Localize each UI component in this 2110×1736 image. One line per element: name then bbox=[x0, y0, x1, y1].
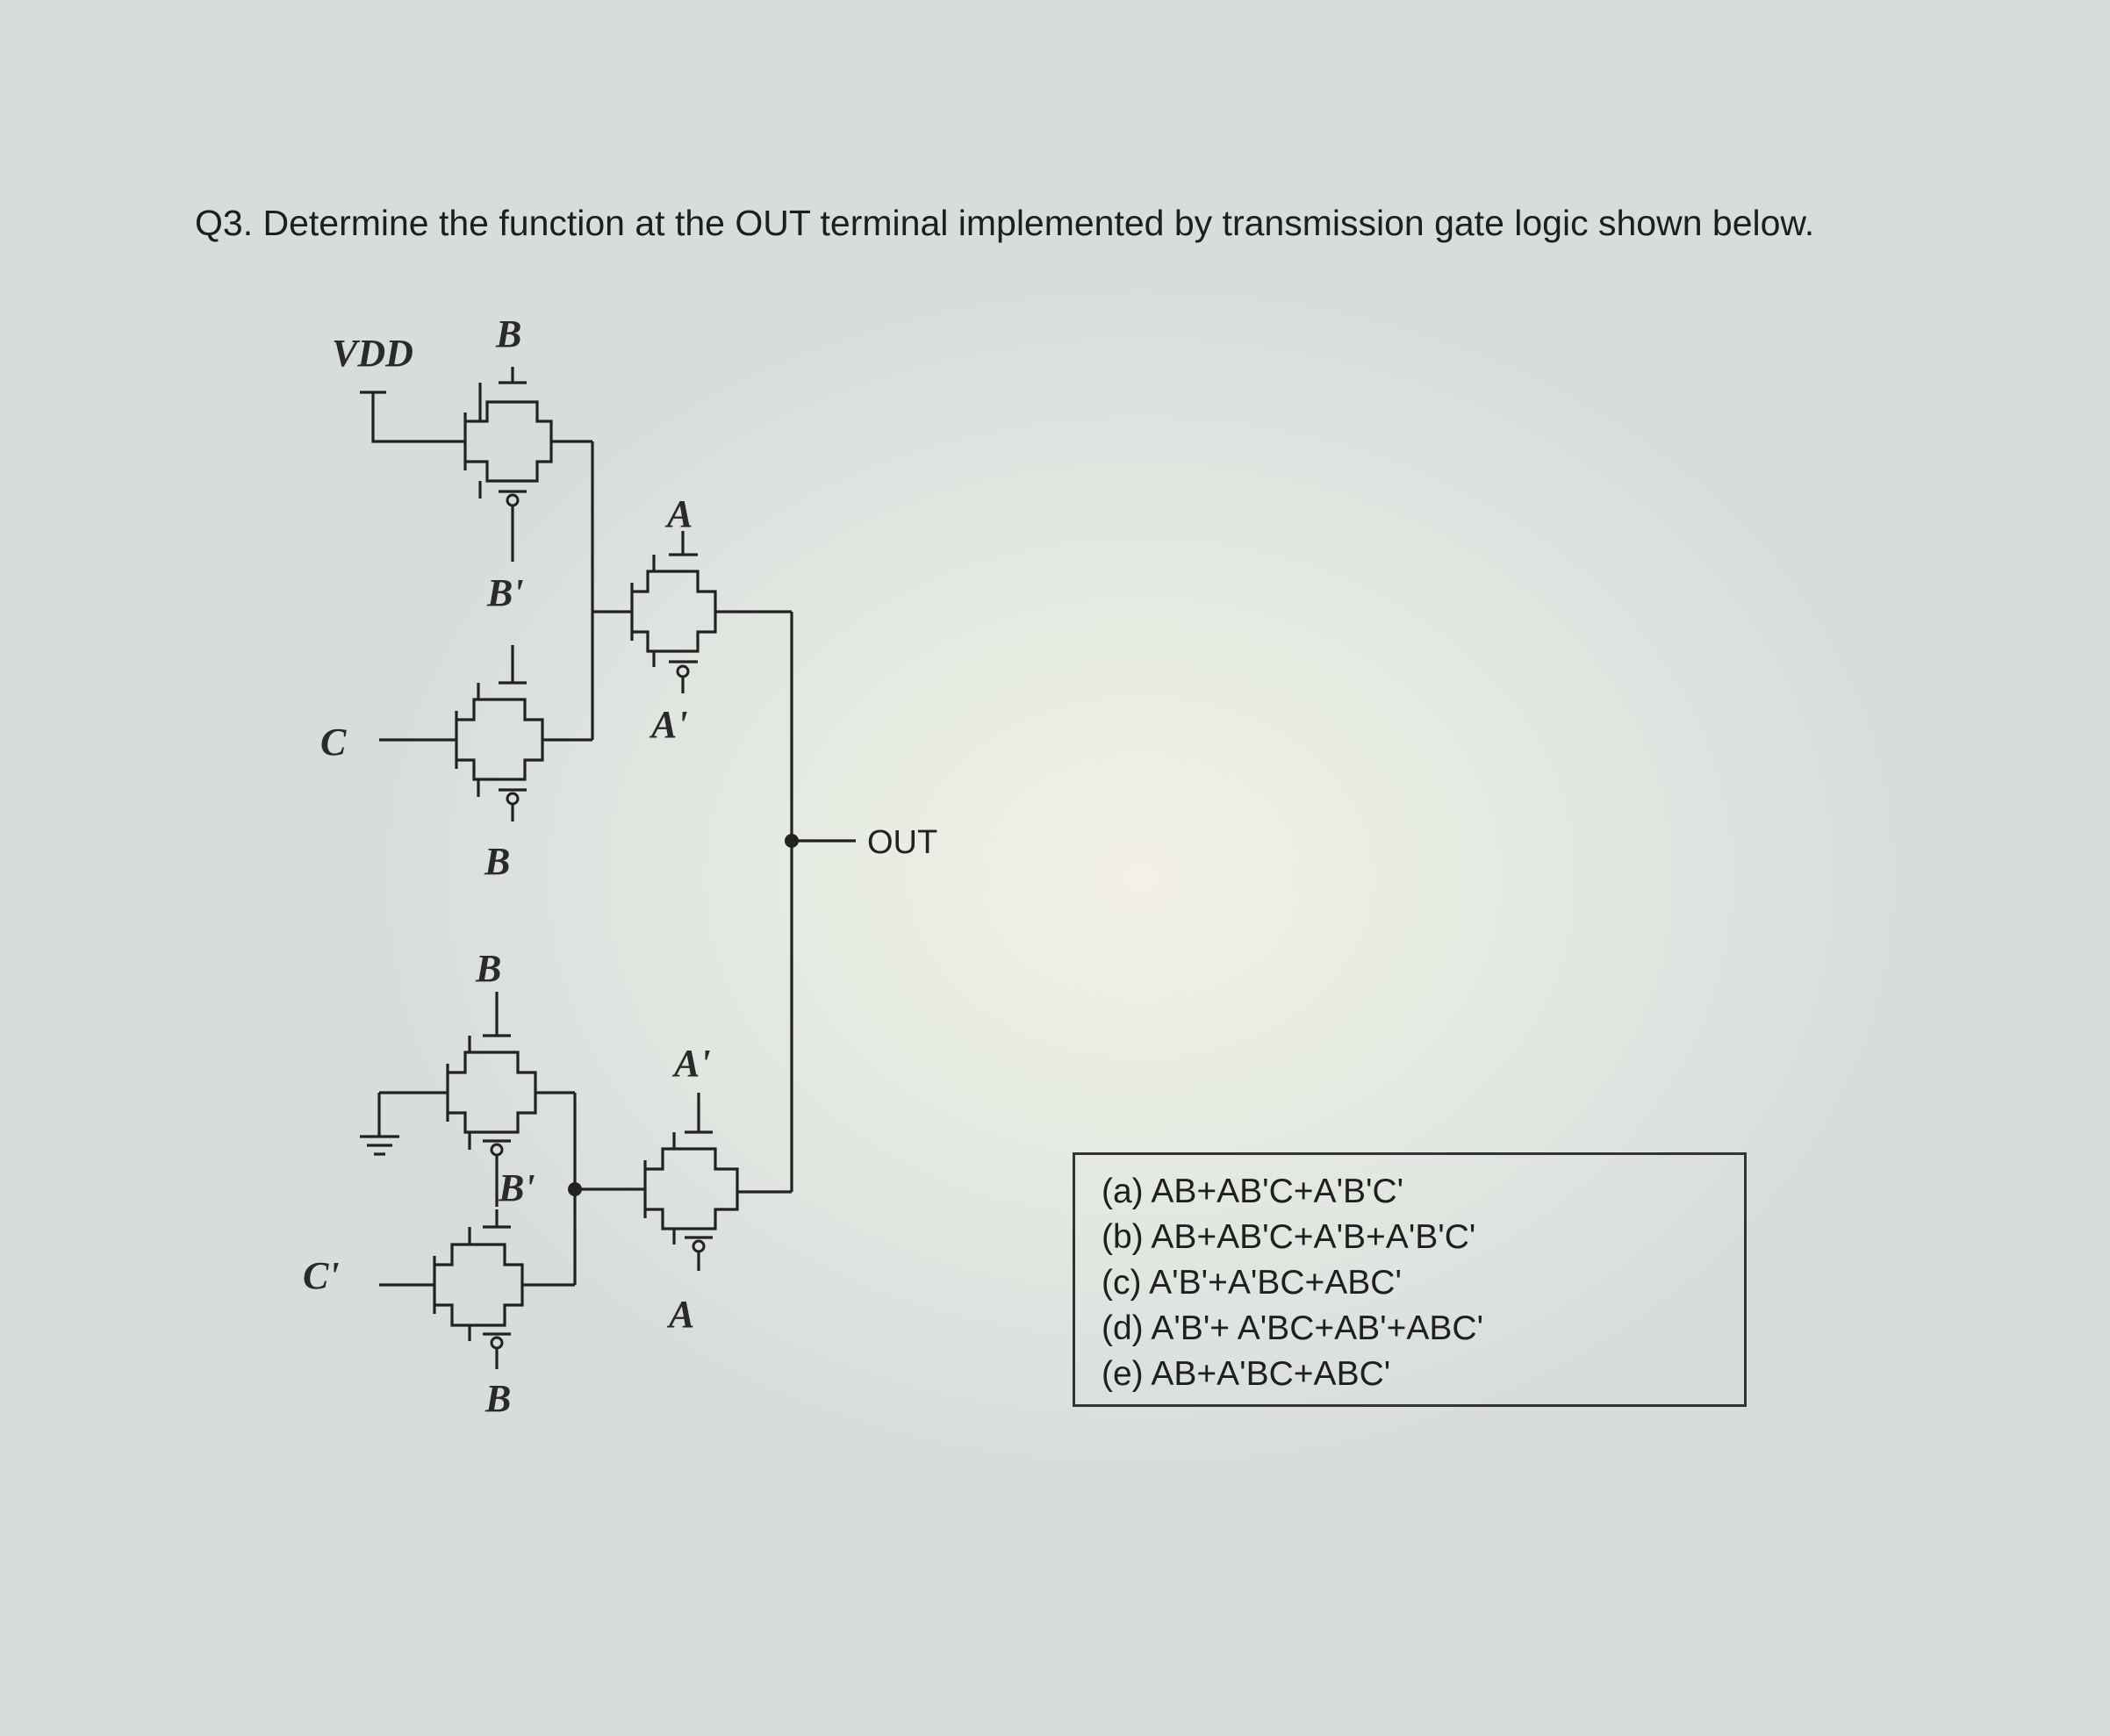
label-b-bottom: B bbox=[484, 1377, 511, 1420]
label-a-prime-top: A' bbox=[649, 703, 688, 746]
label-b-mid: B bbox=[484, 840, 510, 883]
label-c-prime: C' bbox=[303, 1254, 340, 1297]
label-a-lower: A bbox=[666, 1293, 694, 1336]
label-out: OUT bbox=[867, 824, 937, 861]
out-junction bbox=[785, 834, 799, 848]
label-vdd: VDD bbox=[332, 332, 413, 375]
transmission-gate-tg2 bbox=[379, 645, 592, 821]
answer-option-d[interactable]: (d) A'B'+ A'BC+AB'+ABC' bbox=[1102, 1309, 1484, 1347]
lower-junction bbox=[568, 1182, 582, 1196]
label-b-lower: B bbox=[475, 947, 501, 990]
label-b-prime-top: B' bbox=[486, 571, 524, 614]
answer-options-list: (a) AB+AB'C+A'B'C' (b) AB+AB'C+A'B+A'B'C… bbox=[1075, 1155, 1744, 1397]
transmission-gate-tg1 bbox=[360, 367, 592, 562]
label-b-prime-lower: B' bbox=[498, 1166, 535, 1209]
transmission-gate-tg3 bbox=[592, 531, 792, 693]
transmission-gate-tg6 bbox=[643, 1093, 792, 1271]
label-a-top: A bbox=[664, 492, 693, 535]
transmission-gate-tg4 bbox=[360, 992, 575, 1207]
answer-option-e[interactable]: (e) AB+A'BC+ABC' bbox=[1102, 1355, 1391, 1393]
label-c: C bbox=[320, 721, 347, 764]
answer-option-a[interactable]: (a) AB+AB'C+A'B'C' bbox=[1102, 1173, 1404, 1210]
answer-option-c[interactable]: (c) A'B'+A'BC+ABC' bbox=[1102, 1264, 1402, 1302]
label-a-prime-lower: A' bbox=[671, 1042, 711, 1085]
label-b-top: B bbox=[495, 312, 521, 355]
transmission-gate-tg5 bbox=[379, 1209, 575, 1369]
question-text: Q3. Determine the function at the OUT te… bbox=[195, 203, 1815, 243]
answer-options-box: (a) AB+AB'C+A'B'C' (b) AB+AB'C+A'B+A'B'C… bbox=[1073, 1152, 1747, 1407]
answer-option-b[interactable]: (b) AB+AB'C+A'B+A'B'C' bbox=[1102, 1218, 1476, 1256]
